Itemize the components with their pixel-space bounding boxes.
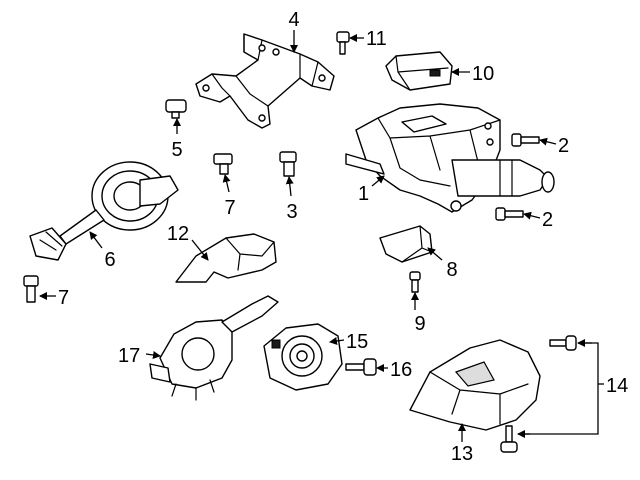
leader-2a <box>539 137 557 146</box>
part-10-module <box>385 51 453 91</box>
part-6-intermediate-shaft <box>29 161 179 261</box>
callout-15: 15 <box>346 331 368 353</box>
callout-5: 5 <box>171 139 182 161</box>
callout-8: 8 <box>446 259 457 281</box>
part-2-bolt-lower <box>495 207 524 221</box>
leader-12 <box>191 239 209 261</box>
callout-11: 11 <box>366 28 387 50</box>
callout-3: 3 <box>286 201 297 223</box>
part-1-steering-column <box>345 103 555 213</box>
part-8-cover <box>379 225 433 263</box>
callout-14: 14 <box>606 375 628 397</box>
leader-2b <box>523 211 541 220</box>
callout-2-lower: 2 <box>542 209 553 231</box>
callout-6: 6 <box>104 249 115 271</box>
part-4-mounting-bracket <box>195 33 335 129</box>
part-14-screw-lower <box>500 425 518 453</box>
callout-10: 10 <box>472 63 494 85</box>
leader-7a <box>222 174 231 193</box>
leader-lines <box>39 30 604 442</box>
part-16-bolt <box>345 358 377 376</box>
leader-1 <box>371 175 385 187</box>
leader-15 <box>329 337 345 345</box>
leader-6 <box>89 231 103 249</box>
callout-7-upper: 7 <box>224 197 235 219</box>
callout-12: 12 <box>167 223 189 245</box>
part-15-clock-spring <box>263 323 343 391</box>
callout-9: 9 <box>414 313 425 335</box>
callout-4: 4 <box>288 9 299 31</box>
part-7-bolt-upper <box>213 153 233 175</box>
part-9-bolt <box>409 271 421 293</box>
callout-17: 17 <box>118 345 140 367</box>
leader-8 <box>427 247 443 261</box>
part-2-bolt-upper <box>511 133 540 147</box>
part-11-bolt <box>336 31 350 55</box>
part-13-lower-shroud <box>409 339 541 431</box>
part-14-screw-upper <box>549 335 577 351</box>
callout-2-upper: 2 <box>558 135 569 157</box>
part-17-combination-switch <box>149 295 279 401</box>
leader-3 <box>285 176 294 197</box>
leader-17 <box>145 351 161 359</box>
part-7-bolt-lower <box>23 275 39 303</box>
callout-1: 1 <box>358 183 369 205</box>
part-3-bolt <box>279 151 297 177</box>
callout-7-lower: 7 <box>58 287 69 309</box>
part-5-bolt <box>165 99 187 119</box>
callout-13: 13 <box>451 443 473 465</box>
callout-labels: 4 11 10 2 2 1 5 7 3 6 7 12 8 9 17 15 16 … <box>58 9 628 465</box>
callout-16: 16 <box>390 359 412 381</box>
part-12-upper-shroud <box>175 233 277 283</box>
